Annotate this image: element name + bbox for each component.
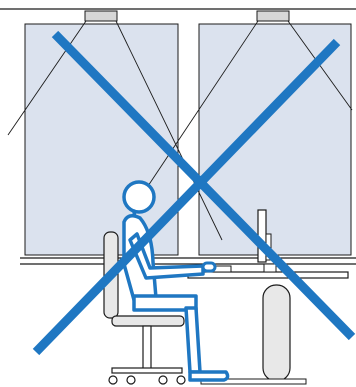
person-lower-leg: [186, 308, 200, 372]
ceiling-light-right: [257, 11, 289, 21]
desk: [188, 272, 348, 384]
ceiling-light-left: [85, 11, 117, 21]
person-foot: [190, 372, 228, 380]
chair-base: [112, 368, 182, 373]
window-right: [199, 24, 351, 255]
desk-pedestal: [263, 285, 290, 381]
chair-wheel: [109, 376, 117, 384]
chair-column: [143, 326, 151, 370]
chair-wheel: [159, 376, 167, 384]
chair-wheel: [177, 376, 185, 384]
person-head: [124, 182, 154, 212]
chair-wheel: [127, 376, 135, 384]
person-hand: [203, 263, 215, 271]
chair-seat: [112, 316, 184, 326]
